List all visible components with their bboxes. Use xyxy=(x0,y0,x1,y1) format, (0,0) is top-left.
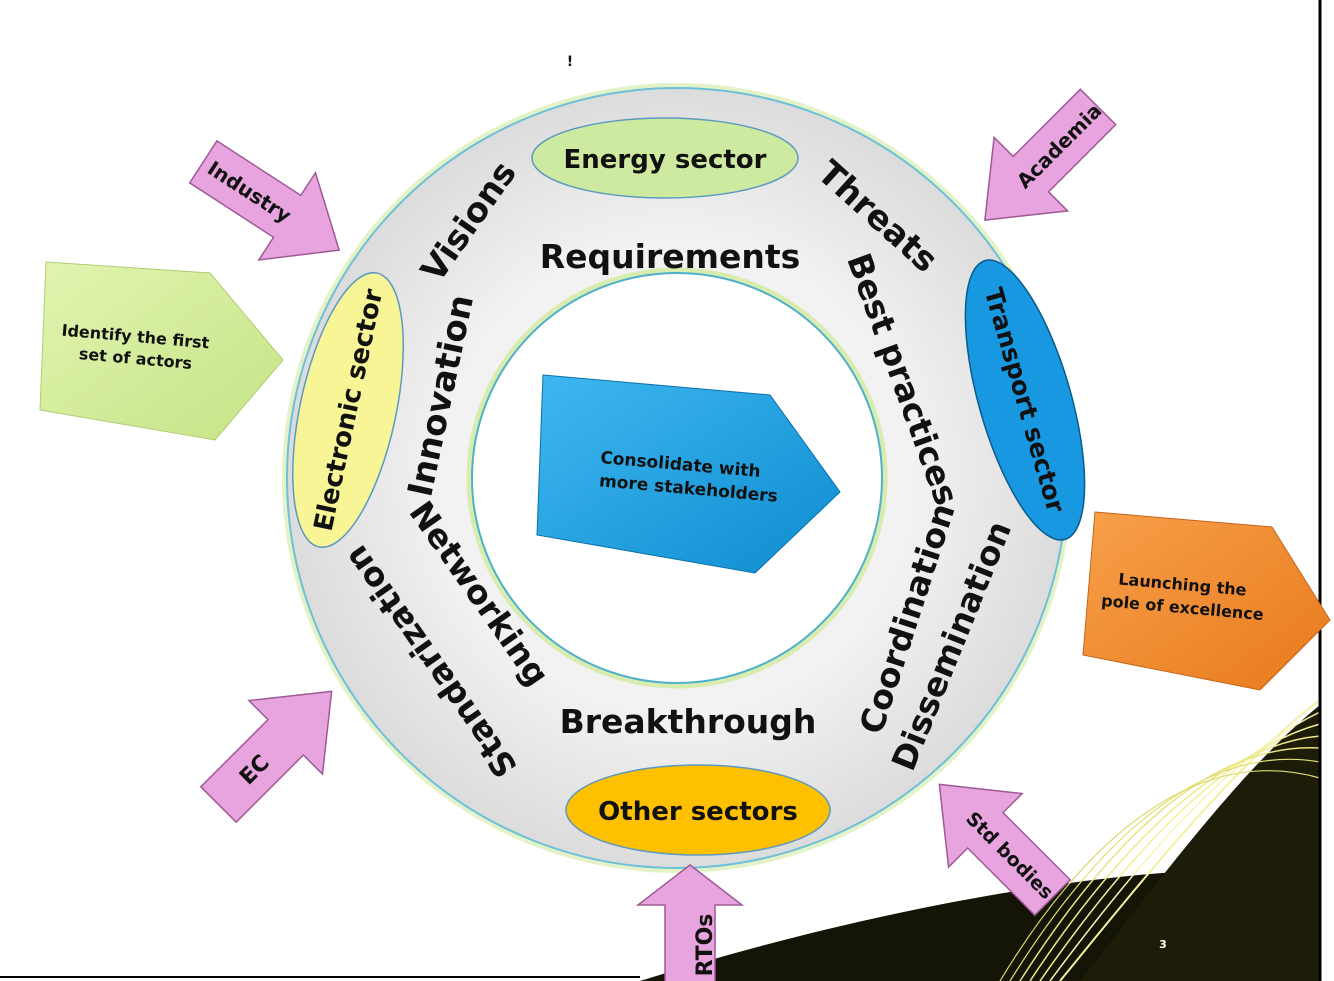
other-sectors-label: Other sectors xyxy=(598,797,798,827)
consolidate-step-arrow: Consolidate with more stakeholders xyxy=(536,374,841,574)
rtos-label: RTOs xyxy=(693,914,718,977)
electronic-sector-ellipse: Electronic sector xyxy=(292,271,404,549)
ring-word-breakthrough: Breakthrough xyxy=(560,702,817,741)
decorative-swoosh xyxy=(640,699,1321,981)
industry-arrow: Industry xyxy=(188,139,341,261)
rtos-arrow: RTOs xyxy=(635,864,745,981)
slide-number: 3 xyxy=(1159,938,1167,951)
other-sectors-ellipse: Other sectors xyxy=(565,764,831,856)
identify-step-arrow: Identify the first set of actors xyxy=(39,261,284,441)
energy-sector-ellipse: Energy sector xyxy=(531,117,799,199)
energy-sector-label: Energy sector xyxy=(564,145,767,175)
top-stray-mark: ! xyxy=(567,54,573,70)
ec-arrow: EC xyxy=(199,690,333,824)
launching-step-arrow: Launching the pole of excellence xyxy=(1082,511,1331,691)
ring-word-requirements: Requirements xyxy=(540,237,801,276)
